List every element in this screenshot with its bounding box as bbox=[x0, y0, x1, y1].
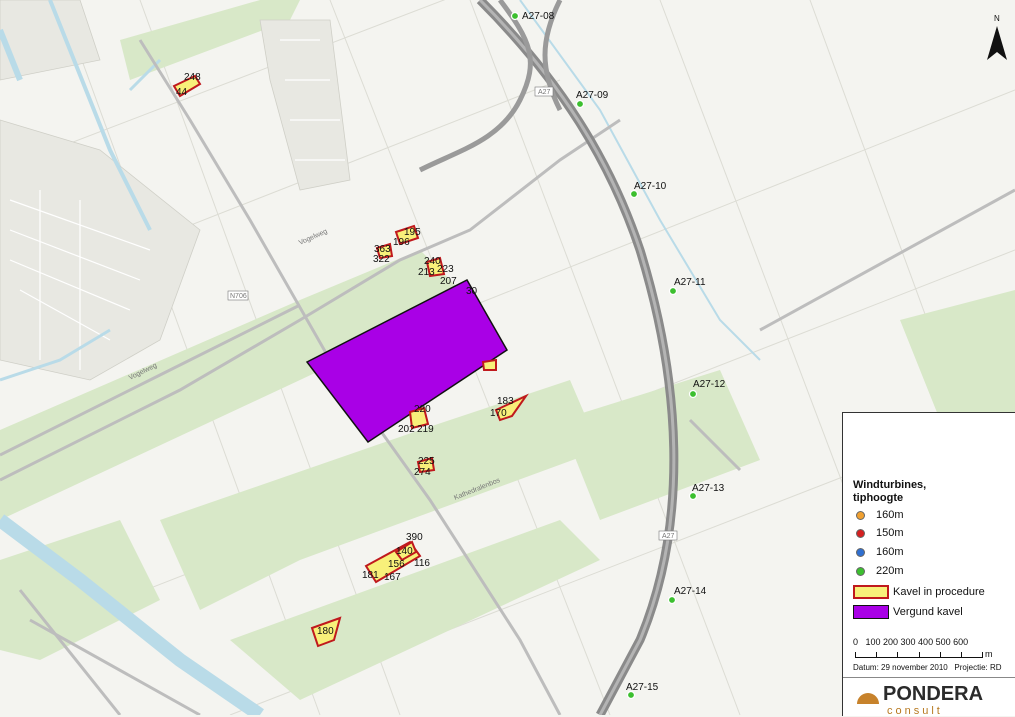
kavel-parcel bbox=[494, 393, 529, 422]
north-arrow: N bbox=[986, 12, 1008, 69]
kavel-parcel bbox=[310, 616, 342, 648]
green-dot-icon bbox=[856, 566, 865, 576]
legend-title: Windturbines, tiphoogte bbox=[853, 479, 927, 504]
parcel-label: 183 bbox=[497, 396, 514, 407]
pondera-logo-sub: consult bbox=[887, 705, 943, 717]
kavels-in-procedure[interactable] bbox=[172, 74, 529, 648]
parcel-label: 116 bbox=[414, 558, 430, 569]
wind-turbines[interactable]: A27-08 A27-09 A27-10 A27-11 A27-12 A27-1… bbox=[510, 11, 726, 700]
svg-text:A27-09: A27-09 bbox=[576, 90, 609, 101]
parcel-label: 44 bbox=[176, 87, 188, 98]
residential-streets bbox=[9, 39, 345, 370]
turbine-a27-11: A27-11 bbox=[668, 277, 706, 296]
legend-item-160m-orange: 160m bbox=[853, 507, 904, 523]
parcel-label: 225 bbox=[418, 456, 435, 467]
road-label-a27-top: A27 bbox=[538, 89, 551, 96]
parcel-label: 363 bbox=[374, 244, 391, 255]
svg-text:A27-11: A27-11 bbox=[674, 277, 706, 288]
parcel-label: 219 bbox=[417, 424, 434, 435]
road-label-a27-bottom: A27 bbox=[662, 533, 675, 540]
kavel-parcel bbox=[394, 540, 418, 562]
parcel-label: 223 bbox=[437, 264, 454, 275]
svg-text:A27-12: A27-12 bbox=[693, 379, 726, 390]
scale-bar bbox=[855, 651, 983, 658]
vergund-swatch-icon bbox=[853, 605, 889, 619]
datum-projection: Datum: 29 november 2010 Projectie: RD bbox=[853, 663, 1002, 672]
turbine-a27-08: A27-08 bbox=[510, 11, 555, 22]
highway-a27-centre bbox=[478, 0, 676, 715]
parcel-label: 140 bbox=[396, 546, 413, 557]
parcel-label: 390 bbox=[406, 532, 423, 543]
parcel-label: 220 bbox=[414, 404, 431, 415]
scale-unit: m bbox=[985, 649, 993, 659]
north-arrow-icon: N bbox=[987, 14, 1007, 60]
parcel-label: 180 bbox=[317, 626, 334, 637]
parcel-label: 322 bbox=[373, 254, 390, 265]
kavel-parcel bbox=[394, 224, 420, 246]
kavel-parcel bbox=[425, 256, 446, 278]
parcel-label: 156 bbox=[388, 559, 405, 570]
parcel-label: 202 bbox=[398, 424, 415, 435]
svg-text:A27-08: A27-08 bbox=[522, 11, 555, 22]
parcel-label: 213 bbox=[418, 267, 435, 278]
legend-panel: Windturbines, tiphoogte 160m 150m 160m 2… bbox=[842, 412, 1015, 717]
legend-item-vergund: Vergund kavel bbox=[853, 604, 963, 620]
turbine-a27-12: A27-12 bbox=[688, 379, 726, 399]
legend-item-kavel: Kavel in procedure bbox=[853, 584, 985, 600]
parcel-label: 170 bbox=[490, 408, 507, 419]
scale-labels: 0 100 200 300 400 500 600 bbox=[853, 637, 969, 647]
waterways bbox=[0, 0, 761, 715]
turbine-a27-09: A27-09 bbox=[575, 90, 609, 109]
kavel-parcel bbox=[408, 406, 430, 430]
kavel-swatch-icon bbox=[853, 585, 889, 599]
turbine-a27-13: A27-13 bbox=[688, 483, 725, 501]
residential-area bbox=[0, 0, 351, 381]
parcel-label: 274 bbox=[414, 467, 431, 478]
legend-item-150m-red: 150m bbox=[853, 525, 904, 541]
turbine-a27-10: A27-10 bbox=[629, 181, 667, 199]
turbine-a27-15: A27-15 bbox=[626, 682, 659, 700]
secondary-roads bbox=[0, 39, 1015, 715]
kavel-parcel bbox=[172, 74, 202, 98]
legend-item-160m-blue: 160m bbox=[853, 544, 904, 560]
legend-item-220m-green: 220m bbox=[853, 563, 904, 579]
kavel-parcel bbox=[416, 456, 436, 474]
parcel-label: 195 bbox=[404, 227, 421, 238]
pondera-sun-icon bbox=[857, 692, 879, 704]
parcel-label: 30 bbox=[466, 286, 478, 297]
north-letter: N bbox=[994, 14, 1000, 23]
parcel-labels: 248 44 363 322 195 196 240 213 223 207 3… bbox=[176, 72, 514, 637]
parcel-label: 240 bbox=[424, 256, 441, 267]
svg-text:A27-14: A27-14 bbox=[674, 586, 707, 597]
parcel-label: 181 bbox=[362, 570, 379, 581]
red-dot-icon bbox=[856, 528, 865, 538]
parcel-label: 167 bbox=[384, 572, 401, 583]
kavel-parcel bbox=[375, 242, 394, 260]
kavel-parcel bbox=[481, 358, 497, 371]
vergund-kavel[interactable] bbox=[305, 279, 508, 444]
parcel-label: 196 bbox=[393, 237, 410, 248]
parcel-label: 248 bbox=[184, 72, 201, 83]
blue-dot-icon bbox=[856, 547, 865, 557]
svg-text:A27-10: A27-10 bbox=[634, 181, 667, 192]
legend-divider bbox=[843, 677, 1015, 678]
pondera-logo: PONDERA bbox=[855, 683, 983, 706]
road-label-n706: N706 bbox=[230, 293, 247, 300]
turbine-a27-14: A27-14 bbox=[667, 586, 707, 605]
orange-dot-icon bbox=[856, 510, 865, 520]
svg-text:A27-15: A27-15 bbox=[626, 682, 659, 693]
parcel-label: 207 bbox=[440, 276, 457, 287]
svg-text:A27-13: A27-13 bbox=[692, 483, 725, 494]
highway-ramps bbox=[418, 0, 563, 173]
